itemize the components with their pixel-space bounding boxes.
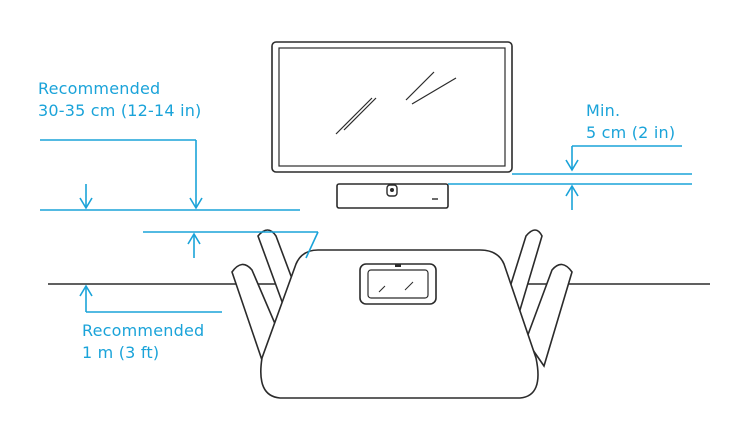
chair-front-right (525, 263, 573, 368)
display-icon (271, 41, 513, 173)
label-min-clearance-title: Min. (586, 101, 621, 120)
dimension-recommended-height (40, 139, 300, 211)
meeting-table (260, 249, 539, 399)
label-recommended-height-value: 30-35 cm (12-14 in) (38, 101, 202, 120)
chair-back-right (505, 229, 543, 312)
label-recommended-distance-value: 1 m (3 ft) (82, 343, 160, 362)
dimension-table-height (143, 231, 319, 259)
touch-controller-icon (359, 263, 437, 305)
label-recommended-height-title: Recommended (38, 79, 161, 98)
dimension-recommended-distance (79, 284, 222, 313)
dimension-min-clearance (448, 145, 692, 210)
video-bar-icon (336, 183, 449, 209)
screen-glare (335, 97, 373, 135)
label-recommended-distance-title: Recommended (82, 321, 205, 340)
label-min-clearance-value: 5 cm (2 in) (586, 123, 676, 142)
